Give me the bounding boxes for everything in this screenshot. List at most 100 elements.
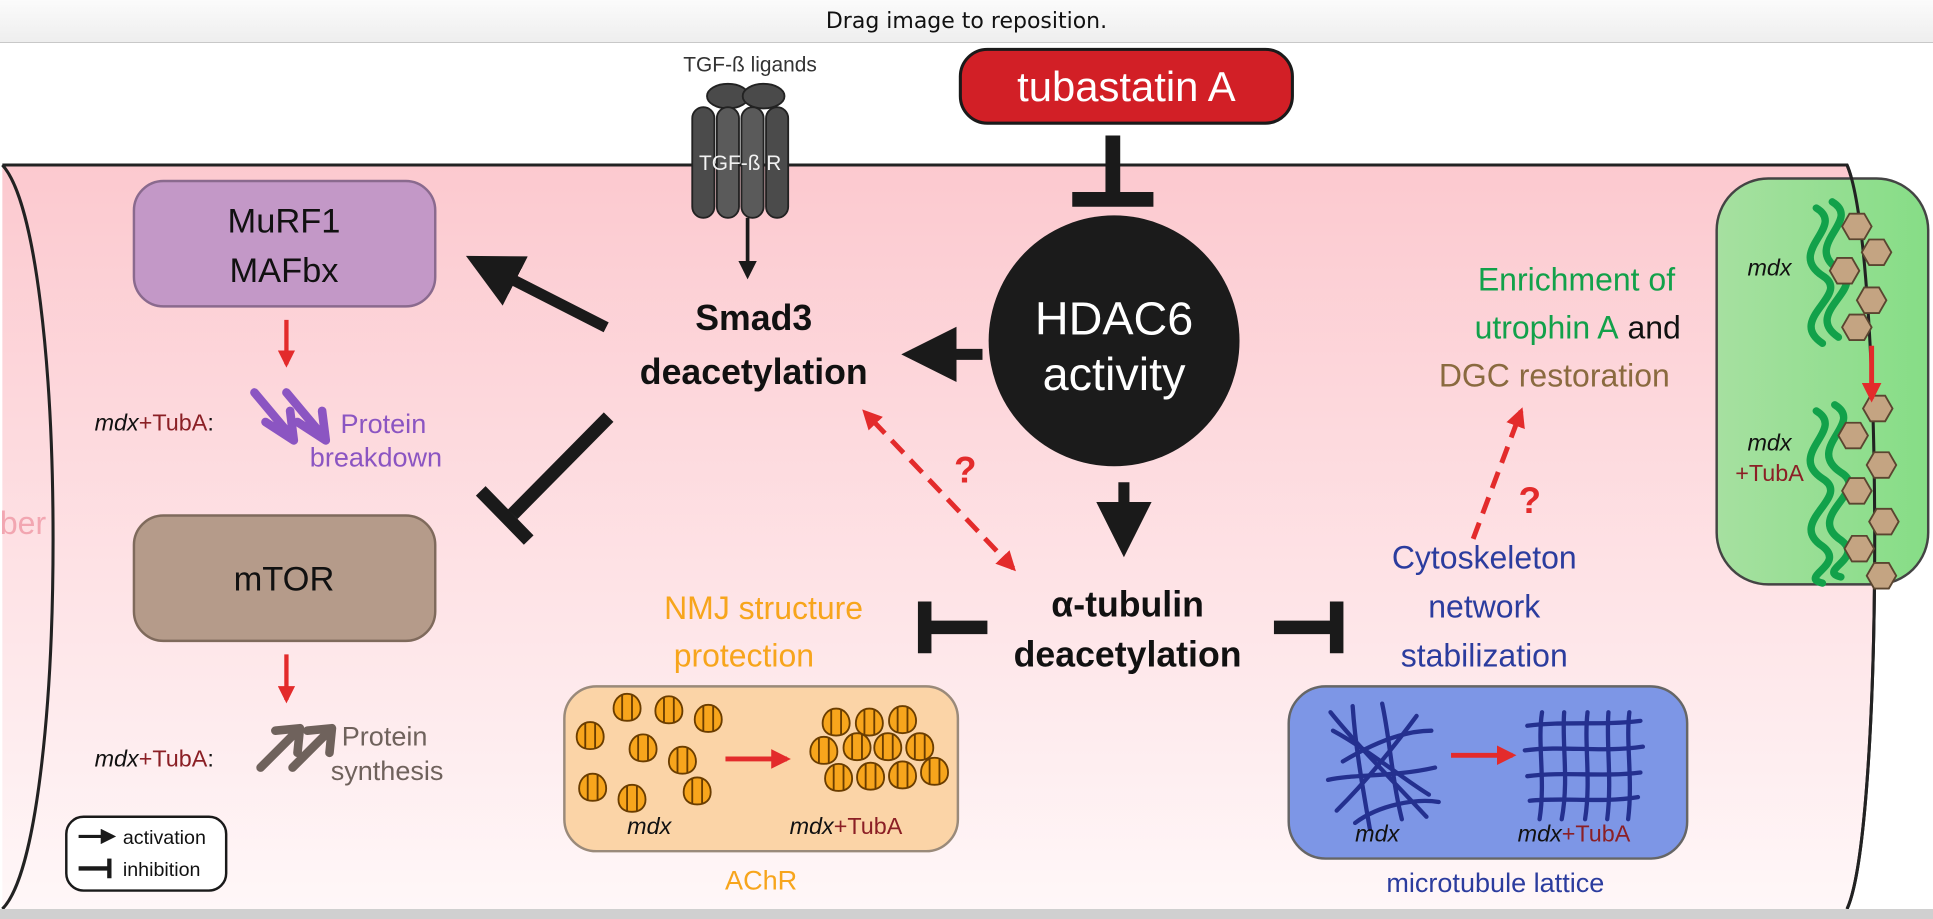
svg-text:utrophin A and: utrophin A and xyxy=(1475,309,1681,345)
achr-receptor xyxy=(842,732,872,762)
tgf-receptor-label: TGF-ß R xyxy=(699,152,781,175)
achr-receptor xyxy=(667,745,697,775)
protein-breakdown-line1: Protein xyxy=(341,409,427,439)
achr-receptor xyxy=(575,721,605,751)
tubulin-inhibits-nmj xyxy=(917,601,988,654)
protein-synthesis-line1: Protein xyxy=(342,721,428,751)
achr-receptor xyxy=(578,772,608,802)
achr-receptor xyxy=(693,703,723,733)
viewer-hint: Drag image to reposition. xyxy=(825,8,1108,34)
dgc-protein xyxy=(1841,477,1873,505)
achr-receptor xyxy=(888,705,918,735)
nmj-mdx-label: mdx xyxy=(627,813,672,839)
microtubule-disordered xyxy=(1325,701,1441,832)
cyto-line1: Cytoskeleton xyxy=(1392,539,1577,575)
achr-receptor xyxy=(873,732,903,762)
tgf-ligands-label: TGF-ß ligands xyxy=(683,54,817,77)
tubulin-inhibits-cytoskeleton xyxy=(1273,601,1344,654)
legend-inhibition: inhibition xyxy=(123,859,201,881)
panel-mdx-bottom: mdx xyxy=(1747,429,1792,455)
hdac6-node[interactable]: HDAC6 activity xyxy=(988,215,1240,467)
smad3-line2: deacetylation xyxy=(640,352,868,392)
dgc-protein xyxy=(1855,286,1888,314)
viewer-bottom-scrollbar[interactable] xyxy=(0,909,1933,919)
legend-activation: activation xyxy=(123,827,206,849)
smad3-to-murf-arrow xyxy=(465,255,609,333)
achr-caption: AChR xyxy=(725,865,797,895)
dgc-protein xyxy=(1841,212,1873,241)
smad3-node: Smad3 deacetylation xyxy=(640,298,868,392)
nmj-line1: NMJ structure xyxy=(664,590,863,626)
protein-synthesis-group: mdx+TubA: Protein synthesis xyxy=(95,721,444,785)
achr-receptor xyxy=(905,732,935,762)
murf1-mafbx-box[interactable]: MuRF1 MAFbx xyxy=(132,179,437,308)
svg-text:mdx+TubA: mdx+TubA xyxy=(790,813,903,839)
nmj-group: NMJ structure protection mdx mdx+TubA AC… xyxy=(563,590,960,895)
protein-breakdown-line2: breakdown xyxy=(310,442,442,472)
microtubule-lattice xyxy=(1522,710,1646,822)
cytoskeleton-group: Cytoskeleton network stabilization mdx xyxy=(1287,539,1689,898)
achr-clustered xyxy=(809,705,949,792)
question-mark-left: ? xyxy=(954,449,977,490)
pathway-diagram: fiber TGF-ß ligands TGF-ß R tubastatin A… xyxy=(0,47,1930,911)
svg-text:mdx+TubA:: mdx+TubA: xyxy=(95,410,214,436)
dgc-protein xyxy=(1837,421,1869,450)
dgc-protein xyxy=(1828,257,1861,285)
achr-receptor xyxy=(682,776,712,806)
dgc-protein xyxy=(1861,394,1894,423)
dgc-protein xyxy=(1841,313,1873,342)
drug-label: tubastatin A xyxy=(1017,63,1236,110)
cytoskeleton-utrophin-dashed-arrow xyxy=(1470,407,1525,540)
achr-receptor xyxy=(888,760,918,790)
diagram-canvas[interactable]: fiber TGF-ß ligands TGF-ß R tubastatin A… xyxy=(0,42,1933,911)
dgc-protein xyxy=(1865,562,1898,590)
achr-receptor xyxy=(612,692,642,722)
dgc-protein xyxy=(1865,451,1898,479)
achr-receptor xyxy=(854,707,884,737)
utrophin-group: Enrichment of utrophin A and DGC restora… xyxy=(1439,261,1681,393)
protein-breakdown-group: mdx+TubA: Protein breakdown xyxy=(95,388,442,472)
utrophin-line1: Enrichment of xyxy=(1478,261,1675,297)
achr-receptor xyxy=(654,695,684,725)
tubulin-node: α-tubulin deacetylation xyxy=(1014,584,1242,674)
legend: activation inhibition xyxy=(65,815,228,892)
murf1-label: MuRF1 xyxy=(228,203,341,241)
hdac6-line1: HDAC6 xyxy=(1035,293,1193,345)
mtor-label: mTOR xyxy=(234,560,335,598)
achr-receptor xyxy=(617,783,647,813)
tgf-receptor: TGF-ß ligands TGF-ß R xyxy=(683,54,817,219)
smad3-inhibits-mtor xyxy=(475,412,614,545)
achr-receptor xyxy=(824,762,854,792)
nmj-line2: protection xyxy=(674,638,814,674)
viewer-hint-bar: Drag image to reposition. xyxy=(0,0,1933,43)
utrophin-line3: DGC restoration xyxy=(1439,357,1670,393)
dgc-protein xyxy=(1843,534,1876,563)
mtor-box[interactable]: mTOR xyxy=(132,514,437,643)
svg-text:mdx+TubA:: mdx+TubA: xyxy=(95,745,214,771)
achr-receptor xyxy=(920,756,949,786)
achr-receptor xyxy=(809,735,839,765)
sarcolemma-panel: mdx mdx +TubA xyxy=(1715,164,1930,910)
smad3-tubulin-dashed-arrow xyxy=(862,409,1016,572)
ligand-right xyxy=(741,82,786,110)
tubulin-line2: deacetylation xyxy=(1014,635,1242,675)
tubastatin-node[interactable]: tubastatin A xyxy=(958,47,1294,125)
achr-scattered xyxy=(575,692,723,813)
cyto-line2: network xyxy=(1428,589,1541,625)
smad3-line1: Smad3 xyxy=(695,298,812,338)
mafbx-label: MAFbx xyxy=(229,252,338,290)
achr-receptor xyxy=(821,707,851,737)
cyto-line3: stabilization xyxy=(1401,638,1568,674)
panel-mdx-top: mdx xyxy=(1747,255,1792,281)
dgc-protein xyxy=(1860,238,1893,267)
protein-synthesis-line2: synthesis xyxy=(331,756,444,786)
svg-text:mdx+TubA: mdx+TubA xyxy=(1518,820,1631,846)
achr-receptor xyxy=(628,733,658,763)
microtubule-caption: microtubule lattice xyxy=(1386,868,1604,898)
dgc-protein xyxy=(1868,507,1900,536)
cyto-mdx-label: mdx xyxy=(1355,820,1400,846)
tubulin-line1: α-tubulin xyxy=(1051,584,1204,624)
fiber-label: fiber xyxy=(0,505,46,541)
hdac6-line2: activity xyxy=(1043,348,1186,400)
question-mark-right: ? xyxy=(1518,480,1541,521)
